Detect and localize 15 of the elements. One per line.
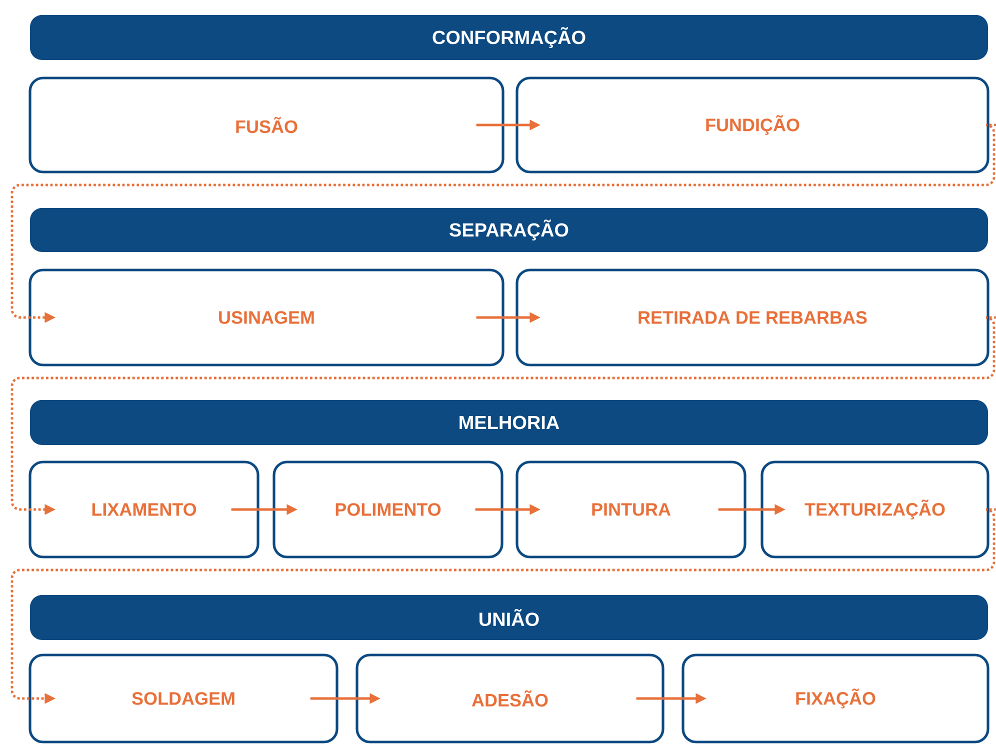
section-header-bar: SEPARAÇÃO bbox=[30, 208, 988, 252]
section-header-bar: CONFORMAÇÃO bbox=[30, 15, 988, 60]
process-box: SOLDAGEM bbox=[28, 654, 338, 744]
process-box: PINTURA bbox=[516, 460, 746, 558]
section-header-bar: UNIÃO bbox=[30, 595, 988, 640]
process-box: FIXAÇÃO bbox=[682, 654, 990, 744]
process-box: FUNDIÇÃO bbox=[516, 76, 990, 174]
section-header-bar: MELHORIA bbox=[30, 400, 988, 445]
process-box: TEXTURIZAÇÃO bbox=[760, 460, 990, 558]
process-box: USINAGEM bbox=[28, 268, 504, 366]
process-box: POLIMENTO bbox=[272, 460, 504, 558]
process-box: LIXAMENTO bbox=[28, 460, 260, 558]
process-box: RETIRADA DE REBARBAS bbox=[516, 268, 990, 366]
process-box: ADESÃO bbox=[356, 654, 664, 744]
process-box: FUSÃO bbox=[28, 76, 504, 174]
